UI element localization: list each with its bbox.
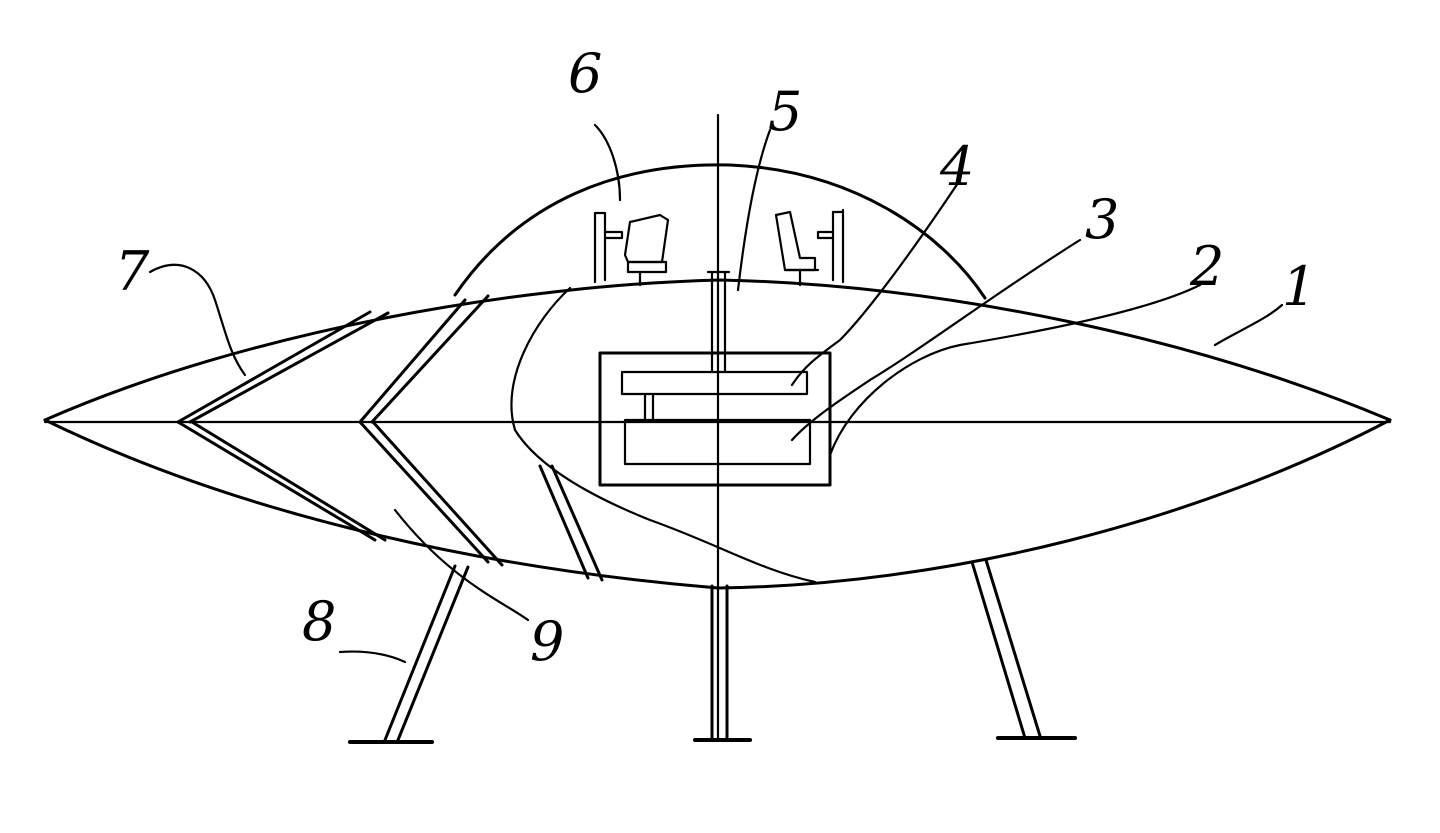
seat-left — [593, 211, 670, 287]
component-4 — [620, 370, 809, 396]
component-3 — [623, 418, 812, 466]
lower-hull — [43, 418, 1392, 590]
numeral-9: 9 — [530, 610, 564, 673]
numeral-8: 8 — [302, 590, 336, 653]
numeral-2: 2 — [1189, 235, 1224, 298]
cockpit-dome — [453, 163, 987, 300]
reference-numerals: 1 2 3 4 5 6 7 8 9 — [115, 42, 1316, 673]
numeral-5: 5 — [768, 80, 802, 143]
seat-right — [774, 208, 845, 287]
engine-housing — [598, 351, 832, 487]
section-curve-9 — [510, 286, 817, 584]
numeral-3: 3 — [1085, 188, 1119, 251]
upper-hull — [43, 278, 1392, 422]
numeral-7: 7 — [115, 240, 150, 303]
numeral-4: 4 — [939, 135, 974, 198]
numeral-6: 6 — [568, 42, 602, 105]
numeral-1: 1 — [1282, 255, 1316, 318]
leader-lines — [148, 123, 1284, 664]
legs — [348, 558, 1077, 744]
shaft-5 — [706, 270, 731, 374]
vanes-left — [176, 294, 604, 582]
